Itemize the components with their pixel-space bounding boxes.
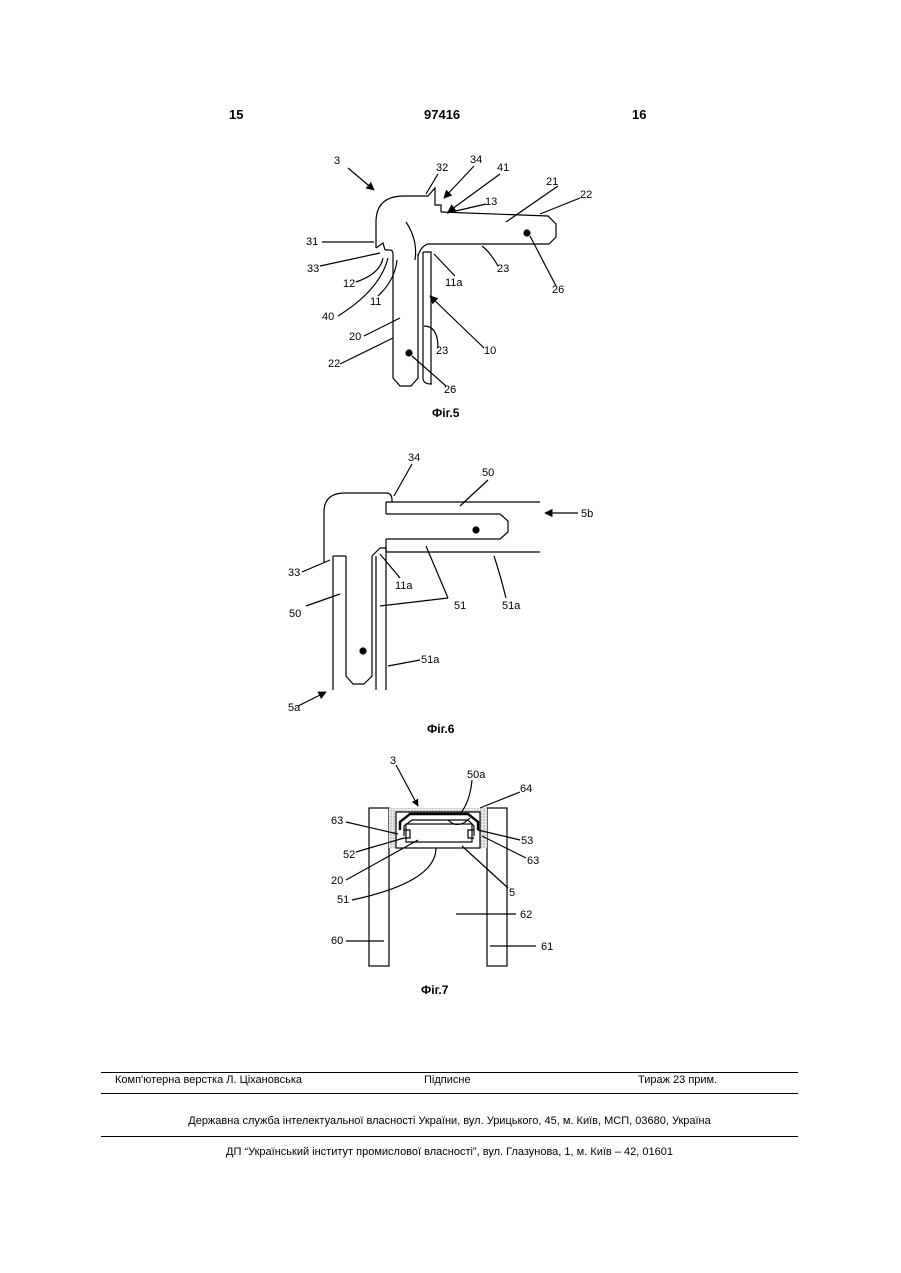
fig6-label-5b: 5b xyxy=(581,508,593,520)
fig7-label-61: 61 xyxy=(541,941,553,953)
fig5-label-26b: 26 xyxy=(444,384,456,396)
fig5-label-13: 13 xyxy=(485,196,497,208)
footer-institute: ДП “Український інститут промислової вла… xyxy=(101,1146,798,1158)
fig6-label-51a: 51a xyxy=(502,600,521,612)
fig6-label-51: 51 xyxy=(454,600,466,612)
fig5-label-21: 21 xyxy=(546,176,558,188)
figure-7-caption: Фіг.7 xyxy=(421,983,448,997)
footer-signed: Підписне xyxy=(424,1074,471,1086)
fig7-label-53: 53 xyxy=(521,835,533,847)
fig7-label-20: 20 xyxy=(331,875,343,887)
fig7-label-63b: 63 xyxy=(527,855,539,867)
fig5-label-11a: 11a xyxy=(445,277,463,289)
footer-circulation: Тираж 23 прим. xyxy=(638,1074,717,1086)
fig6-label-5a: 5a xyxy=(288,702,301,714)
fig6-label-50b: 50 xyxy=(289,608,301,620)
fig5-label-40: 40 xyxy=(322,311,334,323)
fig5-label-11: 11 xyxy=(370,296,381,308)
figure-6-caption: Фіг.6 xyxy=(427,722,454,736)
fig5-label-22b: 22 xyxy=(328,358,340,370)
fig7-label-62: 62 xyxy=(520,909,532,921)
figure-5-drawing: 3 32 34 41 21 22 13 31 33 12 11a 23 26 4… xyxy=(0,0,901,420)
fig5-label-33: 33 xyxy=(307,263,319,275)
fig7-label-52: 52 xyxy=(343,849,355,861)
fig5-label-12: 12 xyxy=(343,278,355,290)
figure-5-caption: Фіг.5 xyxy=(432,406,459,420)
fig6-label-34: 34 xyxy=(408,452,420,464)
footer-agency: Державна служба інтелектуальної власност… xyxy=(101,1115,798,1127)
footer-layout-credit: Комп'ютерна верстка Л. Ціхановська xyxy=(115,1074,302,1086)
fig5-label-23b: 23 xyxy=(436,345,448,357)
fig5-label-20: 20 xyxy=(349,331,361,343)
fig7-label-50a: 50a xyxy=(467,769,486,781)
footer-rule-bottom xyxy=(101,1136,798,1137)
fig6-label-50: 50 xyxy=(482,467,494,479)
footer-rule-middle xyxy=(101,1093,798,1094)
fig5-label-31: 31 xyxy=(306,236,318,248)
fig5-label-23: 23 xyxy=(497,263,509,275)
figure-7-drawing: 3 50a 64 63 53 52 63 20 5 51 62 60 61 xyxy=(0,750,901,980)
fig5-label-22: 22 xyxy=(580,189,592,201)
footer-rule-top xyxy=(101,1072,798,1073)
fig6-label-11a: 11a xyxy=(395,580,413,592)
fig5-label-34: 34 xyxy=(470,154,482,166)
fig5-label-32: 32 xyxy=(436,162,448,174)
fig7-label-3: 3 xyxy=(390,755,396,767)
figure-6-drawing: 34 50 5b 33 11a 51 51a 50 51a 5a xyxy=(0,440,901,730)
fig7-label-63a: 63 xyxy=(331,815,343,827)
fig6-label-33: 33 xyxy=(288,567,300,579)
fig6-label-51a-b: 51a xyxy=(421,654,440,666)
fig7-label-5: 5 xyxy=(509,887,515,899)
fig5-label-3: 3 xyxy=(334,155,340,167)
fig7-label-60: 60 xyxy=(331,935,343,947)
fig5-label-10: 10 xyxy=(484,345,496,357)
fig7-label-64: 64 xyxy=(520,783,532,795)
fig5-label-41: 41 xyxy=(497,162,509,174)
fig5-label-26: 26 xyxy=(552,284,564,296)
fig7-label-51: 51 xyxy=(337,894,349,906)
